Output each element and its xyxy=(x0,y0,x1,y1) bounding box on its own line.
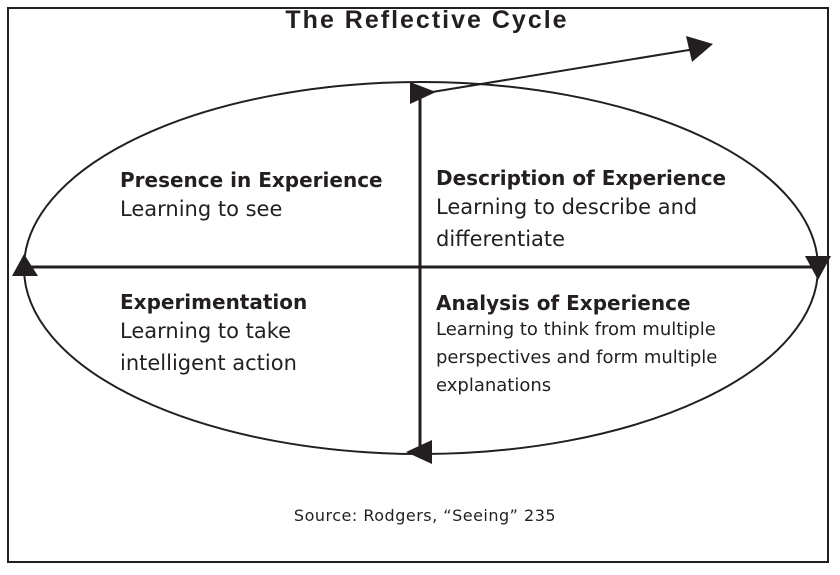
diagram-frame xyxy=(7,7,829,563)
exit-arrowhead-icon xyxy=(686,36,713,62)
quadrant-text-line: Learning to see xyxy=(120,197,283,221)
cycle-arrow-left-icon xyxy=(12,254,38,276)
quadrant-heading: Experimentation xyxy=(120,290,308,314)
quadrant-text-line: differentiate xyxy=(436,227,566,251)
quadrant-text-line: intelligent action xyxy=(120,351,297,375)
quadrant-presence: Presence in Experience Learning to see xyxy=(120,167,383,225)
quadrant-text-line: perspectives and form multiple xyxy=(436,347,718,368)
quadrant-heading: Presence in Experience xyxy=(120,168,383,192)
quadrant-text-line: Learning to describe and xyxy=(436,195,698,219)
quadrant-text-line: Learning to take xyxy=(120,319,292,343)
quadrant-heading: Analysis of Experience xyxy=(436,291,691,315)
exit-arrow-line xyxy=(419,48,696,95)
cycle-arrow-top-icon xyxy=(410,82,436,104)
quadrant-analysis: Analysis of Experience Learning to think… xyxy=(436,290,717,400)
source-citation: Source: Rodgers, “Seeing” 235 xyxy=(293,506,557,525)
quadrant-text-line: explanations xyxy=(436,375,552,396)
quadrant-description: Description of Experience Learning to de… xyxy=(436,165,726,255)
diagram-title: The Reflective Cycle xyxy=(285,6,569,34)
quadrant-text-line: Learning to think from multiple xyxy=(436,319,716,340)
cycle-arrow-right-icon xyxy=(805,256,831,280)
quadrant-heading: Description of Experience xyxy=(436,166,727,190)
quadrant-experimentation: Experimentation Learning to take intelli… xyxy=(120,289,307,379)
cycle-arrow-bottom-icon xyxy=(406,440,432,464)
